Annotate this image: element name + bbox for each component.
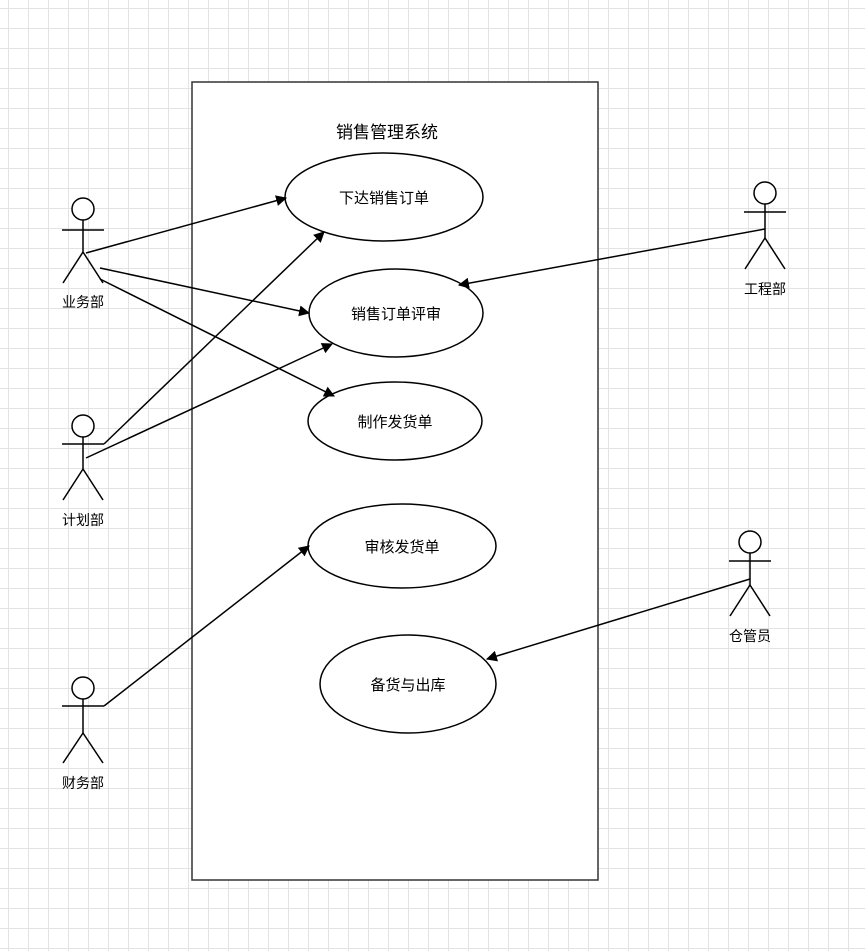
association-business-order-review[interactable] [99, 267, 311, 317]
actor-business-dept[interactable] [62, 197, 104, 284]
association-business-make-shipping-note[interactable] [99, 278, 335, 397]
use-case-review-shipping-note[interactable]: 审核发货单 [307, 503, 497, 589]
actor-label: 财务部 [62, 776, 104, 792]
association-planning-order-review[interactable] [85, 343, 333, 459]
use-case-make-shipping-note[interactable]: 制作发货单 [307, 381, 483, 461]
association-business-place-order[interactable] [85, 195, 288, 254]
association-warehouse-stock-outbound[interactable] [485, 578, 751, 662]
actor-label: 工程部 [744, 282, 786, 298]
actor-planning-dept[interactable] [62, 414, 104, 501]
use-case-label: 销售订单评审 [351, 305, 441, 323]
association-planning-place-order[interactable] [103, 231, 325, 445]
use-case-label: 下达销售订单 [339, 189, 429, 207]
actor-label: 仓管员 [729, 629, 771, 645]
use-case-label: 制作发货单 [357, 413, 432, 431]
actor-engineering-dept[interactable] [744, 181, 786, 270]
system-title: 销售管理系统 [336, 123, 438, 143]
use-case-stock-and-outbound[interactable]: 备货与出库 [319, 634, 497, 734]
actor-finance-dept[interactable] [62, 676, 104, 764]
use-case-place-order[interactable]: 下达销售订单 [284, 152, 484, 242]
actor-label: 业务部 [62, 295, 104, 311]
actor-label: 计划部 [62, 513, 104, 529]
association-engineering-order-review[interactable] [457, 228, 766, 289]
association-finance-review-shipping-note[interactable] [103, 545, 310, 707]
use-case-order-review[interactable]: 销售订单评审 [308, 268, 484, 358]
use-case-label: 审核发货单 [364, 538, 439, 556]
use-case-label: 备货与出库 [370, 676, 445, 694]
actor-warehouse-keeper[interactable] [729, 530, 771, 617]
